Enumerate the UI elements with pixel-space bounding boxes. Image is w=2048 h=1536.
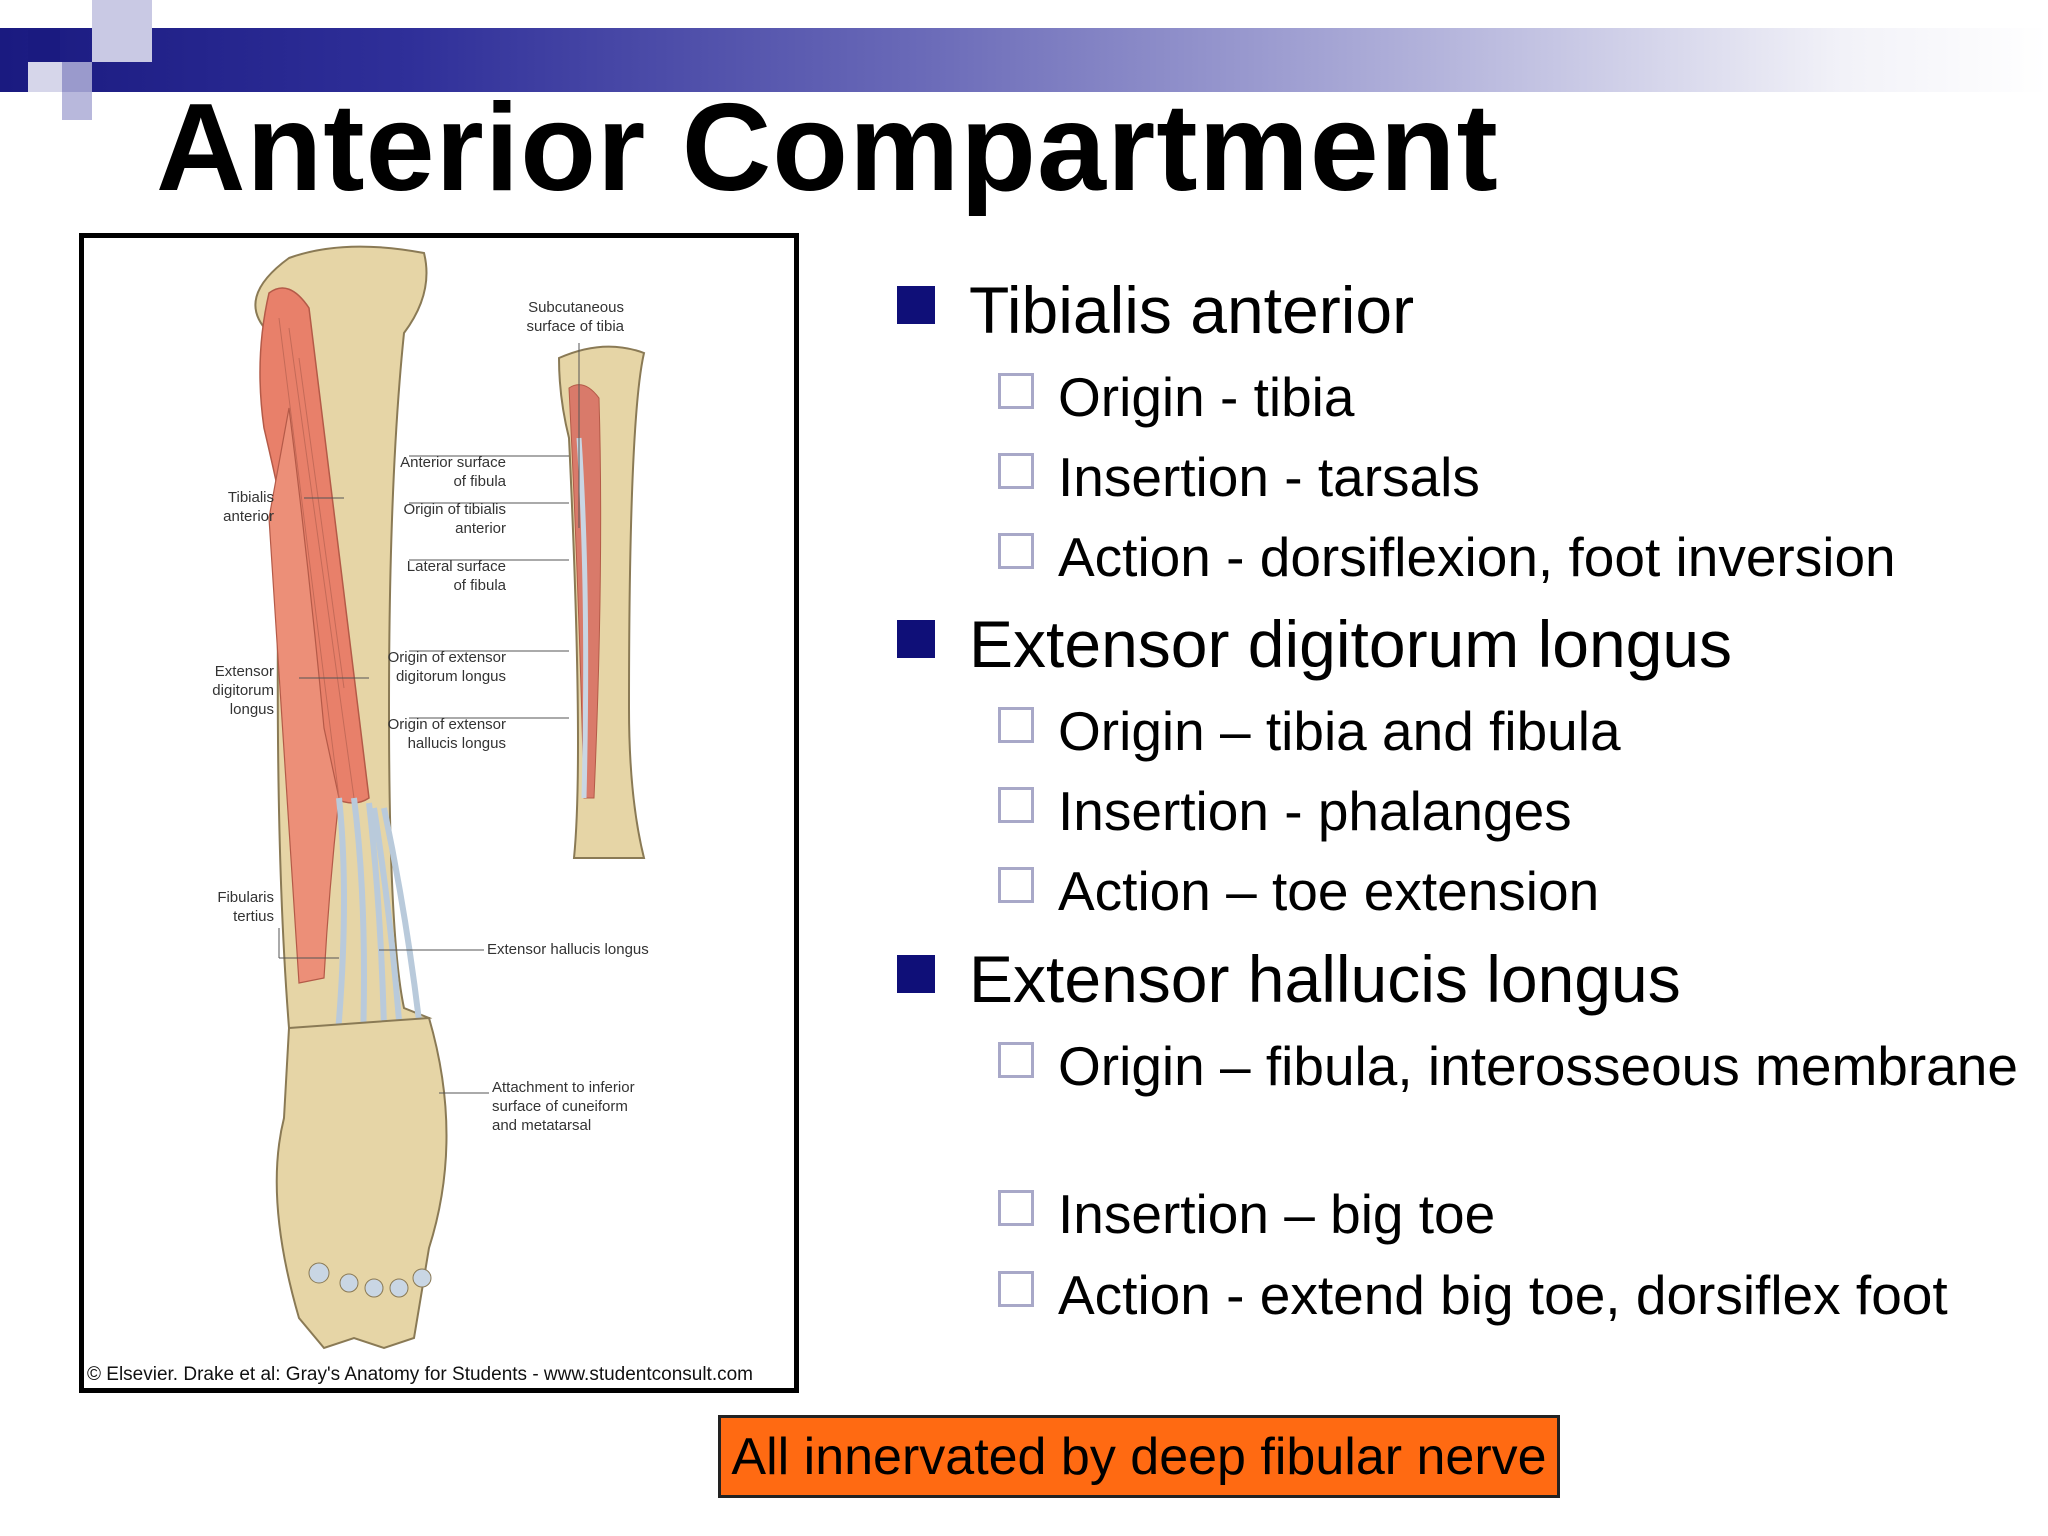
anatomy-figure: Subcutaneous surface of tibia Anterior s… [79,233,799,1393]
hollow-square-bullet-icon [998,373,1034,409]
detail-text: Action - extend big toe, dorsiflex foot [1058,1264,1948,1326]
hollow-square-bullet-icon [998,867,1034,903]
decor-square [62,92,92,120]
muscle-name: Tibialis anterior [969,273,1415,347]
detail-text: Insertion - phalanges [1058,780,1572,842]
decor-square [62,62,92,92]
hollow-square-bullet-icon [998,707,1034,743]
detail-text: Origin – tibia and fibula [1058,700,1621,762]
innervation-callout: All innervated by deep fibular nerve [718,1415,1560,1498]
label-tibialis-anterior: Tibialis anterior [223,489,274,525]
callout-text: All innervated by deep fibular nerve [731,1427,1547,1486]
hollow-square-bullet-icon [998,787,1034,823]
label-fibularis-tertius: Fibularis tertius [217,889,274,925]
hollow-square-bullet-icon [998,533,1034,569]
label-origin-edl: Origin of extensor digitorum longus [387,649,506,685]
figure-copyright: © Elsevier. Drake et al: Gray's Anatomy … [87,1364,754,1385]
detail-text: Insertion – big toe [1058,1183,1496,1245]
square-bullet-icon [897,620,935,658]
detail-text: Insertion - tarsals [1058,446,1480,508]
decor-square [92,0,152,62]
label-attachment: Attachment to inferior surface of cuneif… [492,1079,635,1134]
square-bullet-icon [897,286,935,324]
header-gradient-band [0,28,2048,92]
decor-square [28,62,62,92]
label-lateral-surface-fibula: Lateral surface of fibula [406,558,506,594]
label-subcutaneous-surface: Subcutaneous surface of tibia [526,299,624,335]
hollow-square-bullet-icon [998,1271,1034,1307]
decor-square [28,30,60,62]
label-extensor-hallucis-longus: Extensor hallucis longus [487,941,649,958]
slide-title: Anterior Compartment [156,79,1499,217]
detail-text: Origin - tibia [1058,366,1355,428]
leg-anatomy-illustration [254,245,646,1350]
hollow-square-bullet-icon [998,1190,1034,1226]
muscle-name: Extensor digitorum longus [969,607,1733,681]
detail-text: Origin – fibula, interosseous membrane [1058,1035,2018,1097]
hollow-square-bullet-icon [998,1042,1034,1078]
label-origin-ehl: Origin of extensor hallucis longus [387,716,506,752]
label-anterior-surface-fibula: Anterior surface of fibula [400,454,506,490]
detail-text: Action – toe extension [1058,860,1600,922]
label-origin-tibialis: Origin of tibialis anterior [403,501,506,537]
label-extensor-digitorum-longus: Extensor digitorum longus [212,663,274,718]
muscle-name: Extensor hallucis longus [969,942,1681,1016]
detail-text: Action - dorsiflexion, foot inversion [1058,526,1896,588]
square-bullet-icon [897,955,935,993]
hollow-square-bullet-icon [998,453,1034,489]
